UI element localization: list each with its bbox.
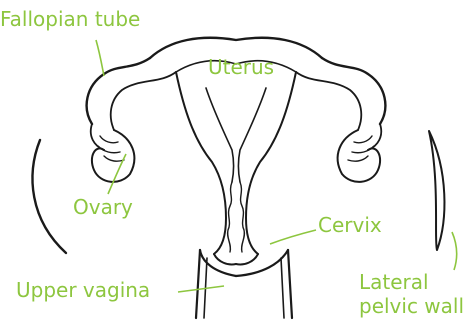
lateral-pelvic-wall-label-line1: Lateral: [359, 271, 429, 293]
left-tube-upper: [87, 58, 150, 124]
left-fimbria-4: [104, 156, 124, 161]
uterus-left-wall: [176, 72, 226, 254]
cervix-leader: [270, 230, 316, 244]
endometrial-cavity-left: [206, 88, 234, 182]
ovary-label: Ovary: [73, 196, 133, 218]
lateral-pelvic-wall-leader: [452, 232, 457, 270]
vaginal-fornix-left: [200, 250, 236, 276]
uterus-label: Uterus: [208, 56, 274, 78]
cervical-canal-left: [228, 182, 232, 252]
left-pelvic-wall: [33, 140, 66, 253]
upper-vagina-label: Upper vagina: [16, 279, 150, 301]
leader-lines: [96, 40, 457, 292]
right-pelvic-wall: [429, 131, 444, 250]
endometrial-cavity-right: [239, 88, 267, 182]
uterus-right-wall: [246, 72, 296, 254]
fallopian-tube-leader: [96, 40, 104, 76]
cervix-lip-right: [236, 254, 258, 265]
vagina-right-inner: [281, 258, 284, 318]
right-tube-lower: [296, 72, 361, 130]
right-tube-upper: [322, 58, 385, 124]
cervical-canal-right: [240, 182, 244, 252]
right-ovary-outline: [338, 130, 380, 182]
cervix-lip-left: [214, 254, 236, 265]
vaginal-fornix-right: [236, 250, 288, 276]
left-ovary-outline: [92, 130, 134, 182]
lateral-pelvic-wall-label-line2: pelvic wall: [359, 295, 464, 317]
vagina-left-outer: [196, 250, 200, 318]
right-fimbria-2: [354, 136, 372, 143]
right-fimbria-4: [348, 156, 368, 161]
upper-vagina-leader: [178, 286, 224, 292]
left-tube-lower: [111, 72, 176, 130]
cervix-label: Cervix: [318, 214, 382, 236]
fallopian-tube-label: Fallopian tube: [0, 8, 140, 30]
left-fimbria-2: [100, 136, 118, 143]
vagina-right-outer: [288, 250, 292, 318]
